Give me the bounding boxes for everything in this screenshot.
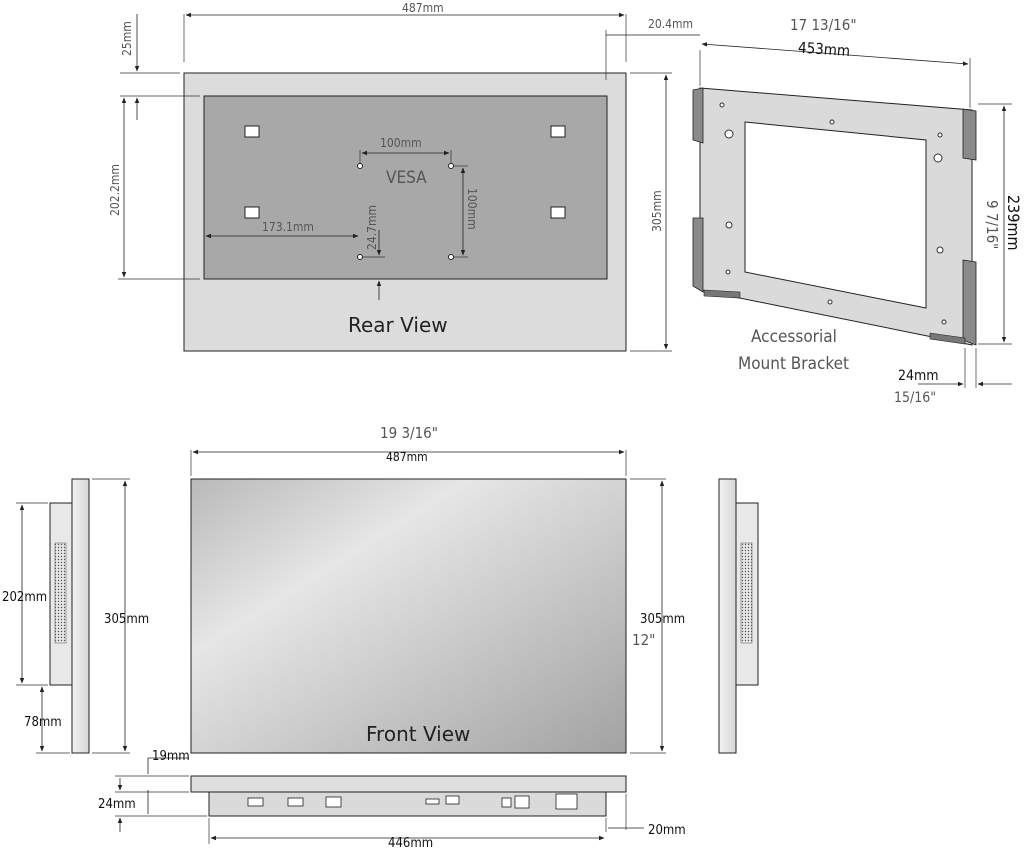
bottom-back-housing [208, 791, 607, 817]
vesa-h-label: 100mm [380, 136, 422, 150]
port [514, 795, 530, 809]
side-body [718, 478, 737, 754]
bracket-height-in-label: 9 7/16" [983, 200, 1001, 249]
rear-plate-height-label: 202.2mm [108, 164, 122, 216]
bracket-hole [936, 246, 944, 254]
mount-slot [244, 125, 260, 138]
bracket-flange [962, 108, 977, 161]
right-side-view [718, 478, 759, 754]
bottom-view: 19mm 24mm 446mm 20mm [98, 749, 686, 848]
bottom-446-label: 446mm [388, 836, 433, 848]
speaker-grille [54, 542, 67, 644]
side-body [71, 478, 90, 754]
bracket-height-mm-label: 239mm [1004, 195, 1023, 251]
bracket-hole [941, 319, 947, 325]
rear-view-title: Rear View [348, 313, 448, 337]
front-screen [190, 478, 627, 754]
side-height-label: 305mm [104, 612, 149, 627]
bottom-20-label: 20mm [648, 823, 686, 838]
rear-side-offset-label: 20.4mm [648, 17, 693, 31]
bracket-hole [719, 102, 725, 108]
front-view: 19 3/16" 487mm 305mm 12" Front View [190, 424, 685, 754]
bracket-foot [703, 289, 741, 299]
vesa-label: VESA [386, 168, 427, 188]
vesa-hole [448, 254, 454, 260]
mount-slot [550, 125, 566, 138]
left-side-view: 202mm 78mm 305mm [2, 478, 149, 754]
bracket-flange [962, 259, 977, 346]
bracket-title-line1: Accessorial [751, 327, 837, 347]
bracket-width-mm-label: 453mm [797, 38, 850, 60]
front-width-mm-label: 487mm [386, 450, 428, 464]
bracket-depth-mm-label: 24mm [898, 368, 939, 384]
bottom-24-label: 24mm [98, 797, 136, 812]
bracket-hole [827, 299, 833, 305]
bracket-flange [692, 87, 704, 144]
port [501, 797, 512, 808]
bracket-flange [692, 217, 704, 293]
bracket-title-line2: Mount Bracket [738, 354, 849, 374]
side-bottom-label: 78mm [24, 715, 62, 730]
port [555, 793, 578, 810]
front-height-in-label: 12" [632, 631, 655, 649]
vesa-hole [448, 163, 454, 169]
rear-height-label: 305mm [650, 190, 664, 232]
bottom-19-label: 19mm [152, 749, 190, 764]
vesa-hole [357, 254, 363, 260]
rear-left-offset-label: 173.1mm [262, 220, 314, 234]
port [325, 796, 342, 808]
side-speaker-label: 202mm [2, 590, 47, 605]
port [425, 798, 440, 805]
bracket-hole [724, 129, 734, 139]
bracket-width-in-label: 17 13/16" [790, 16, 857, 34]
bracket-foot [929, 332, 966, 345]
speaker-grille [740, 542, 753, 644]
mount-bracket: 17 13/16" 453mm 239mm 9 7/16" 24mm 15/16… [692, 16, 1023, 406]
rear-mount-plate [203, 95, 608, 280]
bracket-window [744, 121, 927, 309]
bottom-front-bezel [190, 775, 627, 793]
dim-line [701, 42, 969, 66]
vesa-v-label: 100mm [465, 188, 479, 230]
bracket-hole [725, 221, 733, 229]
rear-width-label: 487mm [402, 1, 444, 15]
bracket-hole [937, 132, 943, 138]
bracket-depth-in-label: 15/16" [894, 390, 936, 406]
front-view-title: Front View [366, 722, 470, 746]
front-height-mm-label: 305mm [640, 612, 685, 627]
vesa-hole [357, 163, 363, 169]
mount-slot [550, 206, 566, 219]
bracket-hole [725, 269, 731, 275]
bracket-hole [933, 153, 943, 163]
bracket-hole [829, 119, 835, 125]
port [247, 797, 264, 807]
rear-hole-offset-label: 24.7mm [365, 205, 379, 250]
front-width-in-label: 19 3/16" [380, 424, 438, 442]
rear-view: 487mm 20.4mm 25mm 202.2mm 305mm 100mm VE… [108, 1, 700, 352]
port [287, 797, 304, 807]
rear-top-offset-label: 25mm [120, 21, 134, 56]
port [445, 795, 460, 805]
mount-slot [244, 206, 260, 219]
